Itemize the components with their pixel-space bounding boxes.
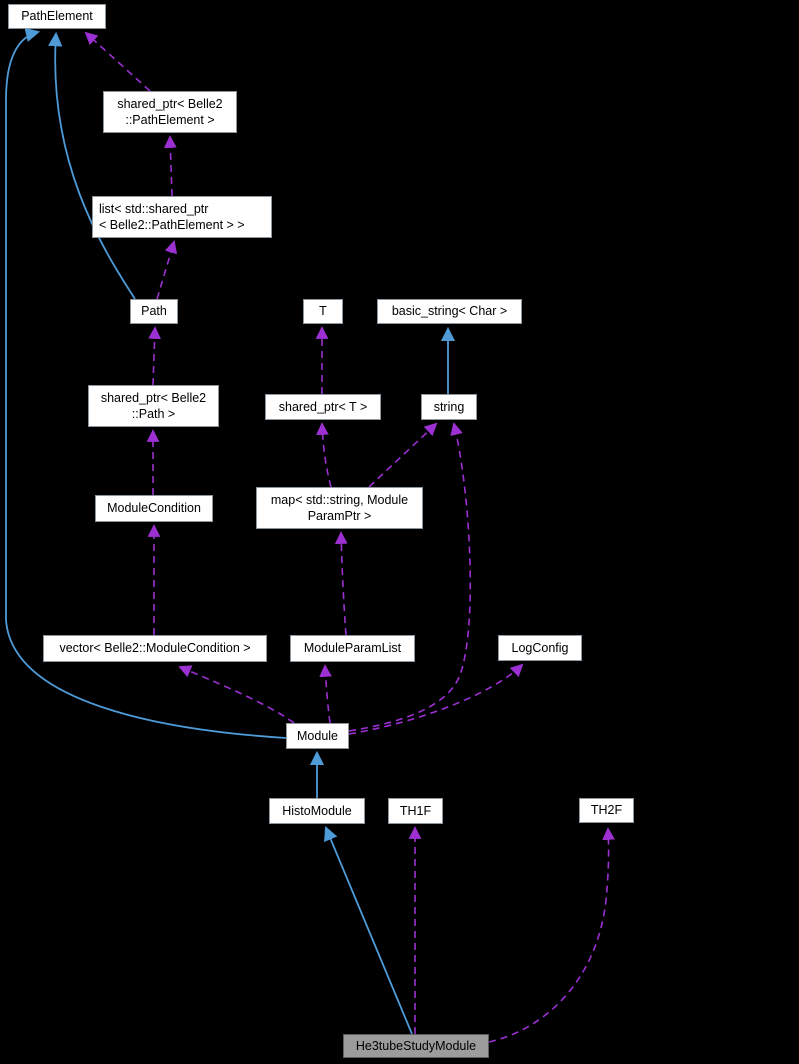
node-label: TH1F bbox=[399, 803, 432, 818]
node-list-shared-ptr-pathelement[interactable]: list< std::shared_ptr < Belle2::PathElem… bbox=[92, 196, 272, 238]
node-label: string bbox=[433, 399, 465, 414]
node-label: PathElement bbox=[21, 9, 93, 24]
edge-usage-map-to-sharedptrt bbox=[316, 422, 332, 488]
node-label: shared_ptr< Belle2 bbox=[117, 96, 223, 111]
node-shared-ptr-path[interactable]: shared_ptr< Belle2 ::Path > bbox=[88, 385, 219, 427]
node-logconfig[interactable]: LogConfig bbox=[498, 635, 582, 661]
node-t[interactable]: T bbox=[303, 299, 343, 324]
node-pathelement[interactable]: PathElement bbox=[8, 4, 106, 29]
node-modulecondition[interactable]: ModuleCondition bbox=[95, 495, 213, 522]
edge-inheritance-module-to-pathelement bbox=[5, 27, 287, 739]
node-label: Module bbox=[297, 728, 338, 743]
edge-usage-list-to-sharedptrpathelement bbox=[163, 135, 177, 197]
node-label: < Belle2::PathElement > > bbox=[99, 218, 245, 232]
node-string[interactable]: string bbox=[421, 394, 477, 420]
node-label: shared_ptr< Belle2 bbox=[100, 390, 207, 405]
edge-usage-path-to-list bbox=[156, 240, 178, 300]
edge-inheritance-path-to-pathelement bbox=[48, 31, 136, 300]
node-label: HistoModule bbox=[282, 803, 352, 818]
node-label: list< std::shared_ptr bbox=[99, 201, 209, 216]
node-moduleparamlist[interactable]: ModuleParamList bbox=[290, 635, 415, 662]
node-module[interactable]: Module bbox=[286, 723, 349, 749]
node-label: ::PathElement > bbox=[125, 113, 215, 127]
node-shared-ptr-pathelement[interactable]: shared_ptr< Belle2 ::PathElement > bbox=[103, 91, 237, 133]
edge-usage-moduleparamlist-to-map bbox=[334, 531, 348, 636]
edge-usage-sharedptrpathelement-to-pathelement bbox=[84, 31, 151, 92]
edge-usage-module-to-string bbox=[348, 422, 472, 732]
edge-usage-he3tubestudymodule-to-th2f bbox=[488, 827, 615, 1043]
node-vector-modulecondition[interactable]: vector< Belle2::ModuleCondition > bbox=[43, 635, 267, 662]
edge-usage-map-to-string bbox=[368, 422, 438, 488]
edge-inheritance-he3tubestudymodule-to-histomodule bbox=[324, 826, 413, 1035]
node-label: TH2F bbox=[590, 803, 623, 818]
node-label: basic_string< Char > bbox=[391, 304, 508, 319]
node-th1f[interactable]: TH1F bbox=[388, 798, 443, 824]
node-label: LogConfig bbox=[511, 640, 569, 655]
node-basic-string-char[interactable]: basic_string< Char > bbox=[377, 299, 522, 324]
edge-usage-sharedptrpath-to-path bbox=[148, 326, 162, 386]
node-label: He3tubeStudyModule bbox=[355, 1038, 477, 1053]
node-label: vector< Belle2::ModuleCondition > bbox=[59, 641, 251, 656]
node-histomodule[interactable]: HistoModule bbox=[269, 798, 365, 824]
node-label: map< std::string, Module bbox=[270, 492, 409, 507]
node-shared-ptr-t[interactable]: shared_ptr< T > bbox=[265, 394, 381, 420]
node-label: ModuleParamList bbox=[303, 641, 402, 656]
node-path[interactable]: Path bbox=[130, 299, 178, 324]
node-label: ::Path > bbox=[131, 407, 176, 421]
node-label: ParamPtr > bbox=[307, 509, 372, 523]
node-he3tubestudymodule-current: He3tubeStudyModule bbox=[343, 1034, 489, 1058]
node-label: shared_ptr< T > bbox=[278, 399, 368, 414]
node-label: T bbox=[319, 304, 327, 319]
edge-usage-module-to-moduleparamlist bbox=[319, 664, 332, 724]
node-label: ModuleCondition bbox=[107, 501, 201, 516]
node-label: Path bbox=[141, 304, 167, 319]
node-th2f[interactable]: TH2F bbox=[579, 798, 634, 823]
edge-usage-module-to-vector bbox=[178, 665, 295, 724]
node-map-string-moduleparamptr[interactable]: map< std::string, Module ParamPtr > bbox=[256, 487, 423, 529]
edge-usage-module-to-logconfig bbox=[348, 663, 524, 735]
